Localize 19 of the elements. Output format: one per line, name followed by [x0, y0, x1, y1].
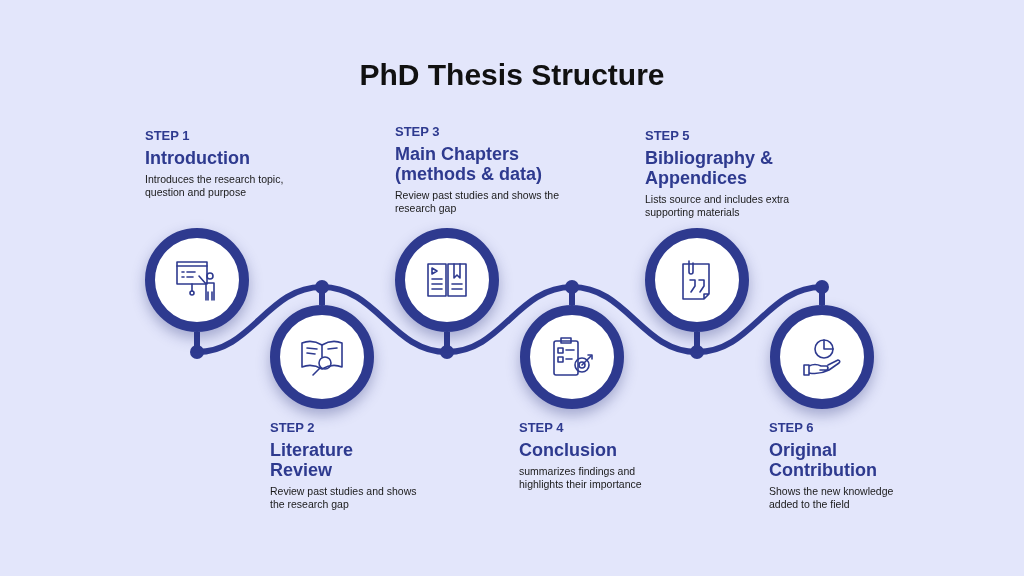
step-label: STEP 2: [270, 420, 316, 436]
step-title: Original Contribution: [769, 440, 878, 480]
step-label: STEP 4: [519, 420, 565, 436]
step-title: Bibliography & Appendices: [645, 148, 774, 188]
step-label: STEP 3: [395, 124, 441, 140]
step-description: Lists source and includes extra supporting materials: [645, 193, 791, 219]
step-description: summarizes findings and highlights their importance: [519, 465, 643, 491]
step-description: Shows the new knowledge added to the field: [769, 485, 895, 511]
step-description: Introduces the research topic, question and purpose: [145, 173, 285, 199]
step-label: STEP 5: [645, 128, 691, 144]
diagram-title: PhD Thesis Structure: [359, 60, 665, 90]
step-title: Conclusion: [519, 440, 618, 460]
step-label: STEP 6: [769, 420, 815, 436]
step-title: Literature Review: [270, 440, 355, 480]
step-title: Main Chapters (methods & data): [395, 144, 543, 184]
step-label: STEP 1: [145, 128, 191, 144]
step-description: Review past studies and shows the research gap: [395, 189, 560, 215]
step-description: Review past studies and shows the research gap: [270, 485, 418, 511]
step-title: Introduction: [145, 148, 251, 168]
